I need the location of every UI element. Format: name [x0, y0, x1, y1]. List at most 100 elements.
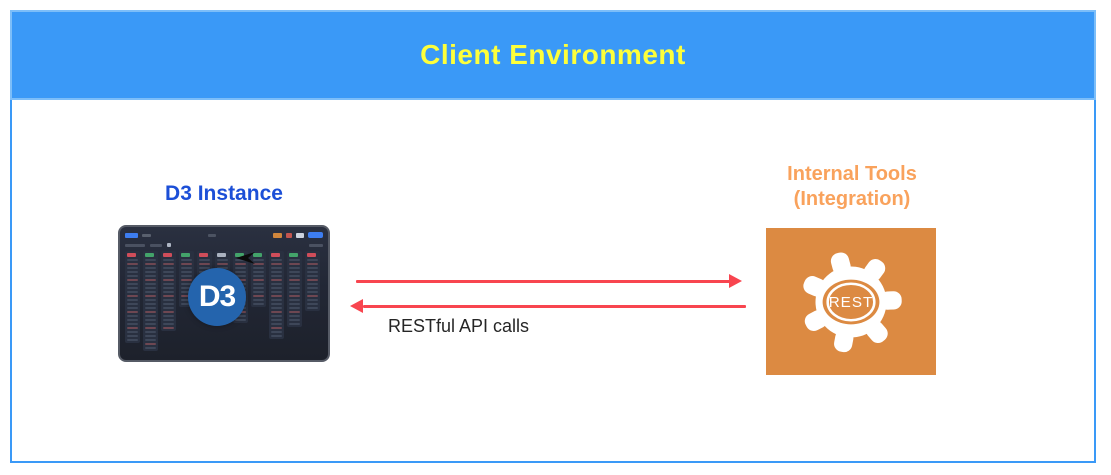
dashboard-row: [163, 271, 174, 273]
dashboard-column: [287, 251, 302, 327]
dashboard-row: [145, 335, 156, 337]
dashboard-row: [145, 315, 156, 317]
dashboard-column: [251, 251, 266, 307]
dashboard-row: [253, 259, 264, 261]
dashboard-row: [253, 295, 264, 297]
dashboard-row: [289, 323, 300, 325]
dashboard-row: [145, 319, 156, 321]
dashboard-row: [271, 299, 282, 301]
dashboard-column: [269, 251, 284, 339]
dashboard-column: [125, 251, 140, 343]
dashboard-row: [271, 315, 282, 317]
dashboard-row: [235, 315, 246, 317]
dashboard-column: [305, 251, 320, 311]
dashboard-row: [181, 295, 192, 297]
dashboard-row: [145, 259, 156, 261]
dashboard-row: [163, 287, 174, 289]
dashboard-row: [271, 331, 282, 333]
dashboard-row: [163, 275, 174, 277]
dashboard-row: [271, 319, 282, 321]
dashboard-column: [143, 251, 158, 351]
dashboard-row: [253, 287, 264, 289]
dashboard-row: [145, 323, 156, 325]
titlebar-chip: [273, 232, 282, 238]
dashboard-row: [289, 287, 300, 289]
column-status-badge: [217, 253, 226, 257]
titlebar-chip: [286, 232, 292, 238]
dashboard-row: [163, 279, 174, 281]
dashboard-row: [181, 303, 192, 305]
d3-logo: D3: [188, 268, 246, 326]
dashboard-row: [181, 275, 192, 277]
dashboard-row: [145, 271, 156, 273]
dashboard-row: [163, 327, 174, 329]
internal-tools-label: Internal Tools (Integration): [752, 162, 952, 212]
dashboard-row: [145, 299, 156, 301]
toolbar-dash: [125, 243, 145, 247]
column-status-badge: [307, 253, 316, 257]
dashboard-row: [307, 259, 318, 261]
column-status-badge: [271, 253, 280, 257]
dashboard-row: [307, 287, 318, 289]
arrow-left-head: [350, 299, 363, 313]
dashboard-row: [253, 299, 264, 301]
dashboard-row: [127, 275, 138, 277]
arrow-right-line: [356, 280, 730, 283]
internal-tools-label-line1: Internal Tools: [787, 163, 917, 185]
dashboard-row: [181, 283, 192, 285]
dashboard-row: [271, 275, 282, 277]
dashboard-row: [235, 259, 246, 261]
dashboard-row: [145, 311, 156, 313]
dashboard-row: [271, 291, 282, 293]
dashboard-row: [145, 279, 156, 281]
client-environment-header: Client Environment: [10, 10, 1096, 100]
dashboard-row: [127, 263, 138, 265]
dashboard-row: [217, 263, 228, 265]
dashboard-row: [307, 283, 318, 285]
dashboard-row: [145, 347, 156, 349]
dashboard-row: [127, 319, 138, 321]
dashboard-row: [271, 335, 282, 337]
dashboard-row: [235, 267, 246, 269]
dashboard-row: [145, 263, 156, 265]
dashboard-row: [181, 271, 192, 273]
dashboard-row: [145, 295, 156, 297]
dashboard-row: [127, 323, 138, 325]
restful-api-calls-label: RESTful API calls: [388, 316, 530, 336]
column-status-badge: [163, 253, 172, 257]
dashboard-row: [127, 307, 138, 309]
dashboard-column: [161, 251, 176, 331]
dashboard-row: [127, 315, 138, 317]
dashboard-row: [289, 267, 300, 269]
gear-center: [822, 279, 880, 324]
dashboard-row: [181, 291, 192, 293]
dashboard-row: [163, 259, 174, 261]
rest-gear-box: REST: [766, 228, 936, 375]
dashboard-row: [235, 319, 246, 321]
dashboard-row: [127, 327, 138, 329]
titlebar-chip: [296, 232, 304, 238]
dashboard-row: [145, 331, 156, 333]
dashboard-row: [271, 303, 282, 305]
dashboard-row: [163, 263, 174, 265]
dashboard-row: [127, 303, 138, 305]
dashboard-row: [145, 267, 156, 269]
dashboard-row: [289, 283, 300, 285]
dashboard-row: [271, 307, 282, 309]
column-status-badge: [181, 253, 190, 257]
dashboard-row: [307, 307, 318, 309]
dashboard-row: [289, 315, 300, 317]
dashboard-row: [163, 299, 174, 301]
dashboard-row: [253, 275, 264, 277]
dashboard-row: [271, 327, 282, 329]
dashboard-row: [181, 263, 192, 265]
dashboard-row: [253, 291, 264, 293]
titlebar-chip: [208, 233, 216, 237]
dashboard-row: [235, 275, 246, 277]
dashboard-row: [181, 299, 192, 301]
dashboard-row: [289, 259, 300, 261]
toolbar-dash: [150, 243, 162, 247]
dashboard-row: [271, 283, 282, 285]
dashboard-row: [181, 267, 192, 269]
dashboard-titlebar: [125, 230, 323, 240]
